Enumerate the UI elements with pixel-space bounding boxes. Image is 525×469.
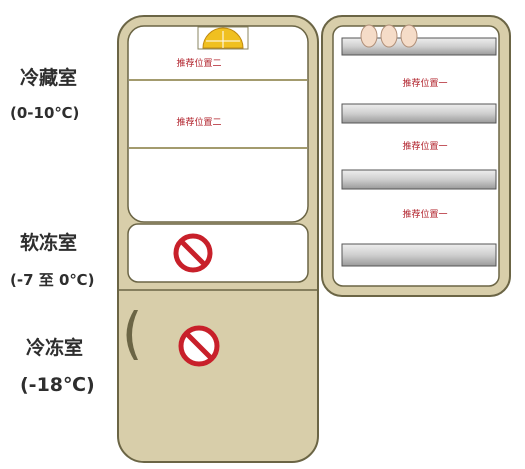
freezer-zone-name: 冷冻室 — [26, 337, 84, 359]
fridge-compartment — [127, 25, 309, 223]
soft-freeze-compartment — [127, 223, 309, 283]
recommendation-door-shelf-1: 推荐位置一 — [402, 79, 448, 89]
recommendation-fridge-middle: 推荐位置二 — [176, 118, 222, 128]
door-shelf-3 — [341, 169, 497, 190]
fridge-door — [321, 15, 511, 297]
door-shelf-4 — [341, 243, 497, 267]
recommendation-door-shelf-3: 推荐位置一 — [402, 210, 448, 220]
lemon-icon — [197, 26, 249, 50]
soft-freeze-zone-name: 软冻室 — [20, 232, 78, 254]
freezer-zone-temp: (-18℃) — [20, 374, 95, 396]
no-entry-icon — [173, 233, 213, 273]
recommendation-fridge-top: 推荐位置二 — [176, 59, 222, 69]
recommendation-door-shelf-2: 推荐位置一 — [402, 142, 448, 152]
fridge-zone-name: 冷藏室 — [20, 67, 78, 89]
egg-icon — [360, 24, 418, 48]
door-shelf-2 — [341, 103, 497, 124]
soft-freeze-zone-temp: (-7 至 0℃) — [10, 271, 95, 289]
door-shelf-1 — [341, 37, 497, 56]
no-entry-icon — [178, 325, 220, 367]
door-handle-icon — [126, 310, 138, 360]
fridge-zone-temp: (0-10℃) — [10, 104, 80, 122]
